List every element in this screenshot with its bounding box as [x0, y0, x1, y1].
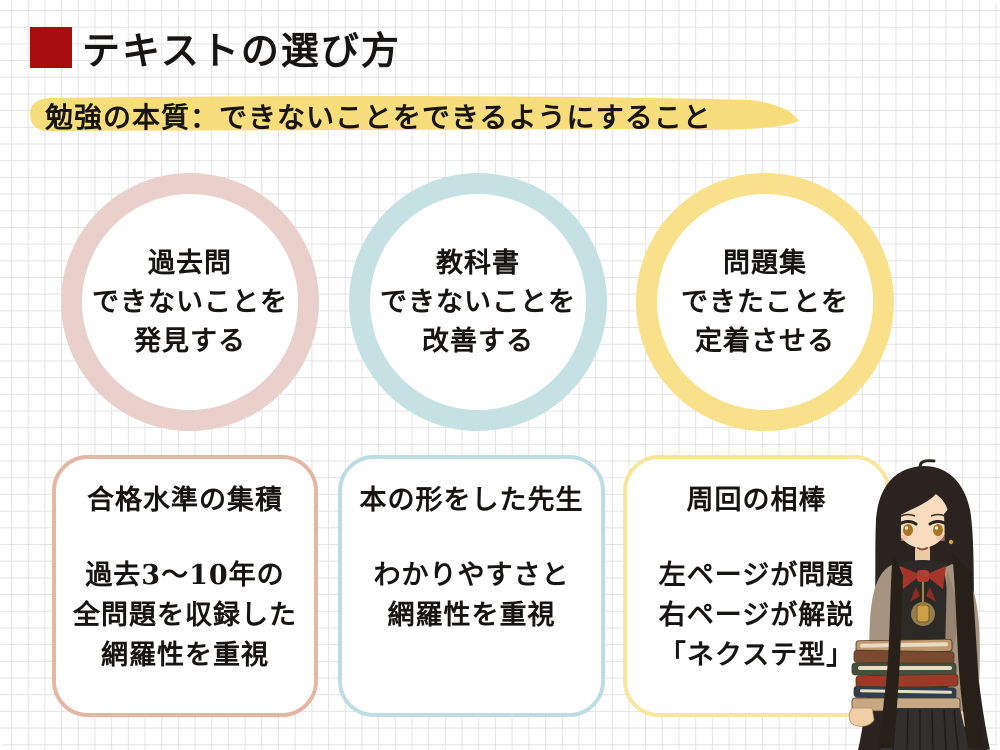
circle-kyokasho-line3: 改善する [422, 325, 534, 357]
card-kakomon-detail: 合格水準の集積 過去3〜10年の 全問題を収録した 網羅性を重視 [52, 455, 318, 717]
circle-kyokasho-line2: できないことを [380, 286, 576, 318]
card-kakomon-line3: 網羅性を重視 [101, 640, 269, 671]
page-title: テキストの選び方 [82, 28, 401, 73]
circle-kakomon: 過去問 できないことを 発見する [61, 173, 319, 431]
title-bullet-square [30, 27, 72, 68]
card-mondaishu-line1: 左ページが問題 [658, 560, 855, 591]
card-kyokasho-line2: 網羅性を重視 [387, 600, 556, 631]
student-character-illustration [848, 459, 990, 750]
card-mondaishu-line2: 右ページが解説 [658, 600, 855, 631]
marker-highlight [30, 95, 799, 131]
card-kakomon-line1: 過去3〜10年の [85, 560, 285, 591]
card-mondaishu-line3: 「ネクステ型」 [658, 640, 855, 671]
card-kyokasho-detail: 本の形をした先生 わかりやすさと 網羅性を重視 [338, 455, 605, 717]
card-kakomon-heading: 合格水準の集積 [87, 485, 283, 516]
card-kyokasho-line1: わかりやすさと [373, 560, 570, 591]
circle-kyokasho-line1: 教科書 [436, 247, 520, 279]
circle-mondaishu-line1: 問題集 [723, 247, 807, 279]
card-kyokasho-heading: 本の形をした先生 [359, 485, 584, 516]
subtitle: 勉強の本質：できないことをできるようにすること [45, 101, 712, 134]
circle-kakomon-line3: 発見する [134, 325, 246, 357]
circle-kakomon-line2: できないことを [92, 286, 288, 318]
circle-kakomon-line1: 過去問 [148, 247, 232, 279]
card-kakomon-line2: 全問題を収録した [73, 600, 297, 631]
circle-mondaishu: 問題集 できたことを 定着させる [636, 173, 894, 431]
card-mondaishu-heading: 周回の相棒 [686, 485, 827, 516]
marker-highlight-path [30, 95, 799, 131]
circle-mondaishu-line2: できたことを [681, 286, 849, 318]
circle-kyokasho: 教科書 できないことを 改善する [349, 173, 607, 431]
circle-mondaishu-line3: 定着させる [695, 325, 835, 357]
